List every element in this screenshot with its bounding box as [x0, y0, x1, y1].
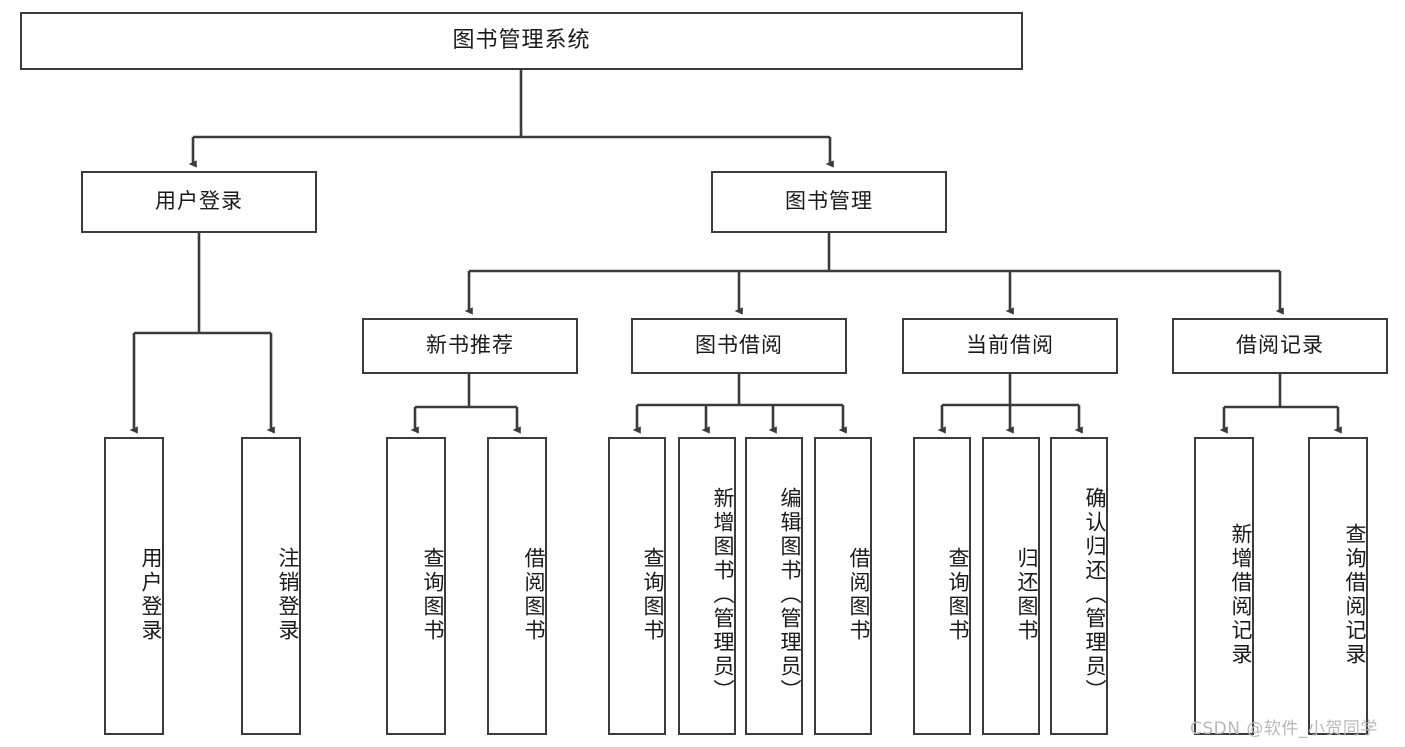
- node-user-login[interactable]: 用户登录: [81, 171, 317, 233]
- node-label: 查询图书: [641, 547, 665, 643]
- node-label: 新增图书（管理员）: [711, 487, 735, 703]
- node-label: 查询借阅记录: [1343, 523, 1367, 667]
- leaf-add-book-admin[interactable]: 新增图书（管理员）: [678, 437, 736, 735]
- node-label: 图书管理系统: [452, 27, 591, 53]
- node-borrow-record[interactable]: 借阅记录: [1172, 318, 1388, 374]
- node-label: 查询图书: [421, 547, 445, 643]
- leaf-user-login[interactable]: 用户登录: [104, 437, 164, 735]
- leaf-add-borrow-record[interactable]: 新增借阅记录: [1194, 437, 1254, 735]
- leaf-borrow-books-recommend[interactable]: 借阅图书: [487, 437, 547, 735]
- leaf-edit-book-admin[interactable]: 编辑图书（管理员）: [745, 437, 803, 735]
- node-label: 新书推荐: [426, 333, 514, 358]
- node-label: 新增借阅记录: [1229, 523, 1253, 667]
- leaf-confirm-return-admin[interactable]: 确认归还（管理员）: [1050, 437, 1108, 735]
- node-label: 用户登录: [139, 547, 163, 643]
- watermark-text: CSDN @软件_小贺同学: [1190, 719, 1378, 739]
- node-label: 当前借阅: [966, 333, 1054, 358]
- node-label: 用户登录: [155, 189, 243, 214]
- node-book-borrow[interactable]: 图书借阅: [631, 318, 847, 374]
- node-label: 借阅记录: [1236, 333, 1324, 358]
- leaf-query-books-recommend[interactable]: 查询图书: [386, 437, 446, 735]
- node-label: 图书管理: [785, 189, 873, 214]
- node-book-management[interactable]: 图书管理: [711, 171, 947, 233]
- leaf-logout-login[interactable]: 注销登录: [241, 437, 301, 735]
- node-current-borrow[interactable]: 当前借阅: [902, 318, 1118, 374]
- node-label: 查询图书: [946, 547, 970, 643]
- leaf-return-books[interactable]: 归还图书: [982, 437, 1040, 735]
- leaf-query-books-current[interactable]: 查询图书: [913, 437, 971, 735]
- leaf-query-borrow-record[interactable]: 查询借阅记录: [1308, 437, 1368, 735]
- node-label: 借阅图书: [522, 547, 546, 643]
- node-label: 图书借阅: [695, 333, 783, 358]
- leaf-borrow-books[interactable]: 借阅图书: [814, 437, 872, 735]
- node-label: 编辑图书（管理员）: [778, 487, 802, 703]
- leaf-query-books-borrow[interactable]: 查询图书: [608, 437, 666, 735]
- node-label: 确认归还（管理员）: [1083, 487, 1107, 703]
- node-label: 注销登录: [276, 547, 300, 643]
- node-label: 归还图书: [1015, 547, 1039, 643]
- node-label: 借阅图书: [847, 547, 871, 643]
- node-root-book-management-system[interactable]: 图书管理系统: [20, 12, 1023, 70]
- node-new-book-recommend[interactable]: 新书推荐: [362, 318, 578, 374]
